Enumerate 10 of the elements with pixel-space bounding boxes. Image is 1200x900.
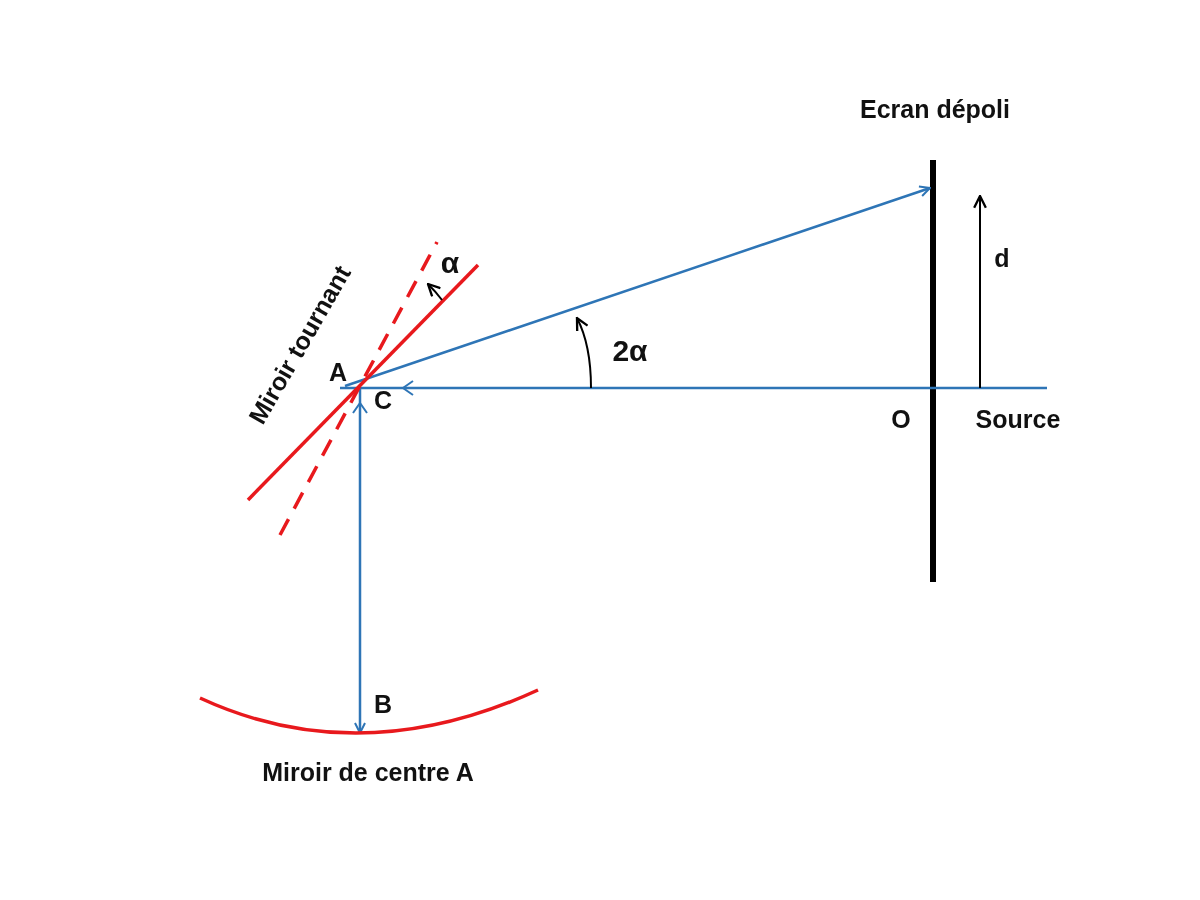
angle-label: α: [440, 245, 460, 279]
source-label: Source: [975, 406, 1061, 434]
point-label: O: [891, 406, 911, 434]
point-label: A: [328, 359, 348, 387]
point-label: B: [373, 691, 393, 719]
point-label: C: [373, 387, 393, 415]
angle-label: 2α: [612, 333, 648, 367]
distance-label: d: [994, 245, 1010, 273]
mirror-label: Miroir de centre A: [262, 759, 474, 787]
screen-label: Ecran dépoli: [860, 96, 1010, 124]
